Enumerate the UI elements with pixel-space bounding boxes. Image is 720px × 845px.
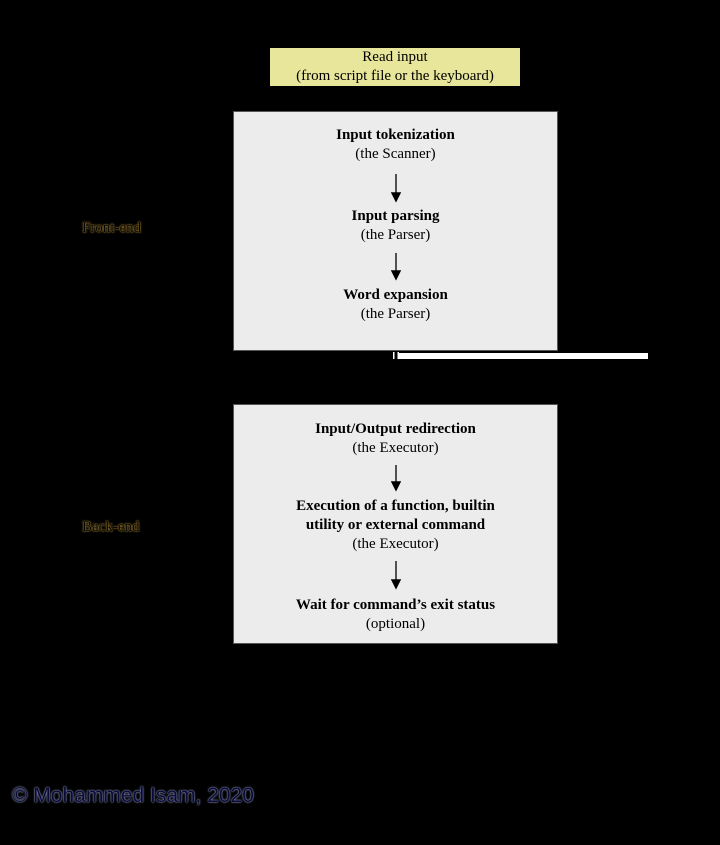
step-title-line2: utility or external command bbox=[305, 517, 486, 533]
step-io-redirection: Input/Output redirection (the Executor) bbox=[234, 420, 557, 458]
step-title: Word expansion bbox=[343, 287, 448, 303]
back-end-label: Back-end bbox=[82, 519, 140, 535]
back-end-arrows bbox=[390, 465, 402, 590]
step-subtitle: (the Executor) bbox=[352, 440, 439, 456]
step-title: Input/Output redirection bbox=[315, 421, 476, 437]
step-subtitle: (the Parser) bbox=[360, 227, 431, 243]
back-end-box: Input/Output redirection (the Executor) … bbox=[233, 404, 558, 644]
step-input-tokenization: Input tokenization (the Scanner) bbox=[234, 126, 557, 164]
step-subtitle: (optional) bbox=[365, 616, 426, 632]
step-title: Input tokenization bbox=[336, 127, 455, 143]
step-title: Execution of a function, builtin bbox=[296, 498, 495, 514]
loop-back-line-outer bbox=[394, 64, 657, 667]
step-execution: Execution of a function, builtin utility… bbox=[234, 497, 557, 554]
step-subtitle: (the Executor) bbox=[352, 536, 439, 552]
input-label: Read input (from script file or the keyb… bbox=[270, 48, 520, 86]
front-end-arrows bbox=[390, 174, 402, 281]
front-end-box: Input tokenization (the Scanner) Input p… bbox=[233, 111, 558, 351]
step-title: Input parsing bbox=[351, 208, 440, 224]
front-end-label: Front-end bbox=[82, 220, 142, 236]
step-subtitle: (the Scanner) bbox=[355, 146, 436, 162]
step-word-expansion: Word expansion (the Parser) bbox=[234, 286, 557, 324]
step-input-parsing: Input parsing (the Parser) bbox=[234, 207, 557, 245]
input-label-line1: Read input bbox=[270, 48, 520, 67]
loop-back-line bbox=[393, 352, 648, 359]
input-label-line2: (from script file or the keyboard) bbox=[270, 67, 520, 86]
loop-arrowhead-icon bbox=[528, 62, 536, 70]
copyright-text: © Mohammed Isam, 2020 bbox=[12, 784, 254, 807]
step-subtitle: (the Parser) bbox=[360, 306, 431, 322]
step-wait-exit-status: Wait for command’s exit status (optional… bbox=[234, 596, 557, 634]
step-title: Wait for command’s exit status bbox=[295, 597, 496, 613]
